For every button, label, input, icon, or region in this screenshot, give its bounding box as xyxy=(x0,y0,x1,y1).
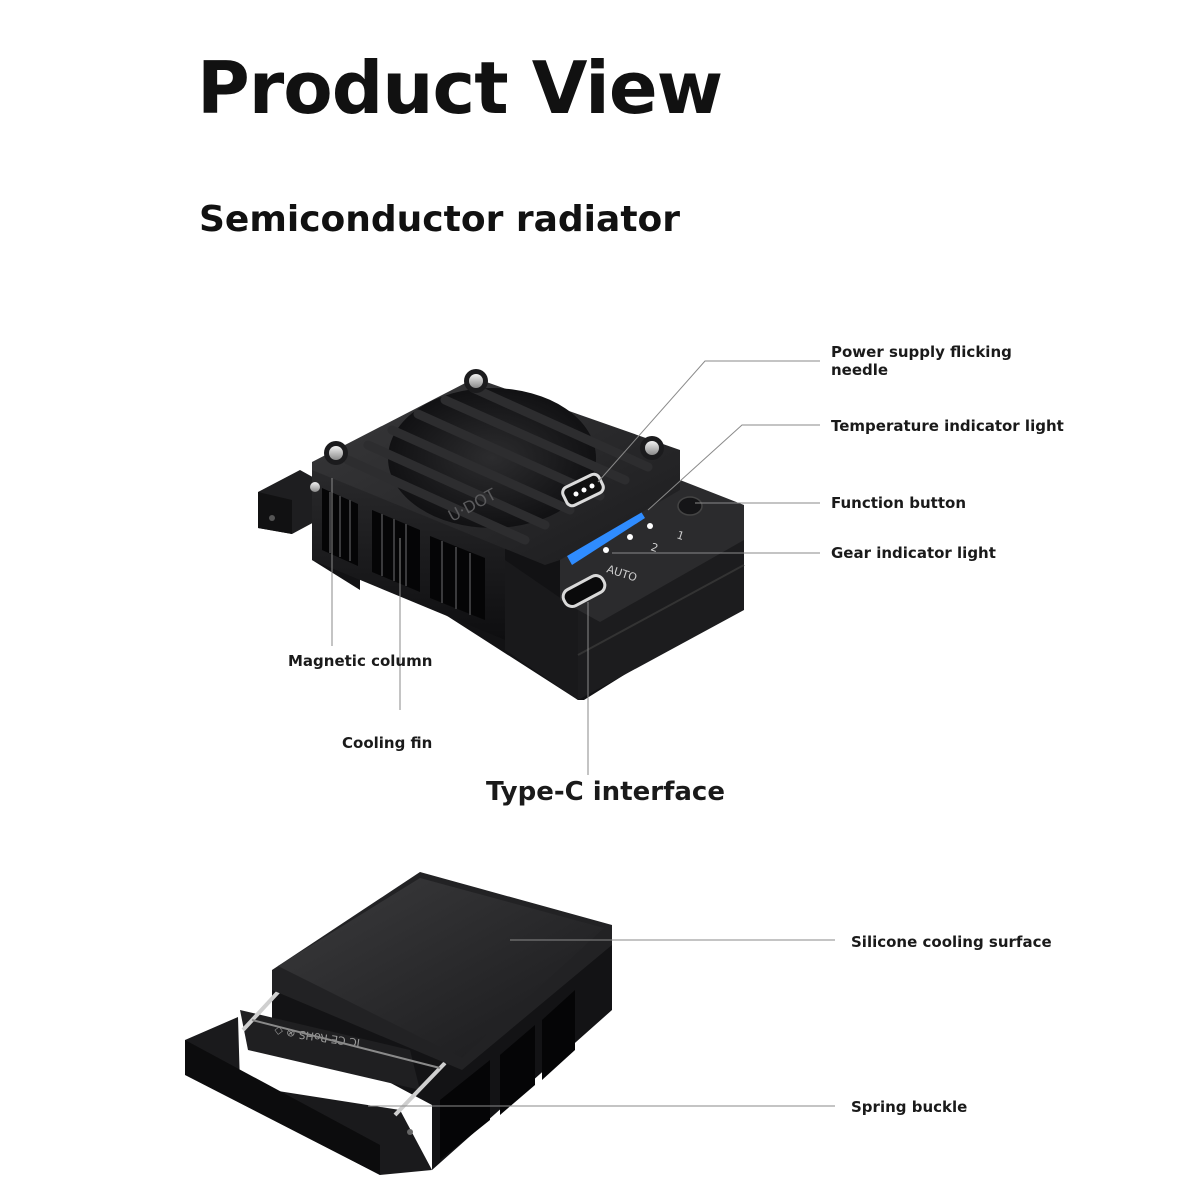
page-title: Product View xyxy=(197,46,723,130)
callout-function-button: Function button xyxy=(831,494,967,512)
gear-light-bar xyxy=(567,510,645,565)
callout-temperature-light: Temperature indicator light xyxy=(831,417,1064,435)
callout-gear-light: Gear indicator light xyxy=(831,544,996,562)
gear-mark-1: 1 xyxy=(675,528,686,543)
leader-temperature-light xyxy=(647,424,820,511)
gear-mark-2: 2 xyxy=(649,540,660,555)
callout-power-needle-line1: Power supply flicking xyxy=(831,343,1012,361)
product-subtitle: Semiconductor radiator xyxy=(199,199,681,240)
callout-power-needle-line2: needle xyxy=(831,361,889,379)
callout-magnetic-column: Magnetic column xyxy=(288,652,433,670)
type-c-port-illustration xyxy=(561,574,607,608)
callout-power-needle: Power supply flicking needle xyxy=(831,343,1012,379)
leader-power-needle xyxy=(597,360,820,483)
callout-cooling-fin: Cooling fin xyxy=(342,734,433,752)
callout-silicone-surface: Silicone cooling surface xyxy=(851,933,1052,951)
callout-spring-buckle: Spring buckle xyxy=(851,1098,968,1116)
radiator-bottom-view: IC CE RoHS ⊗ ◇ xyxy=(185,872,835,1175)
silicone-pad-illustration xyxy=(278,878,604,1058)
callout-type-c: Type-C interface xyxy=(486,777,725,807)
radiator-top-view: AUTO 2 1 U·DOT xyxy=(258,360,820,775)
function-button-illustration xyxy=(677,496,703,516)
magnetic-column-illustrations xyxy=(310,369,664,492)
